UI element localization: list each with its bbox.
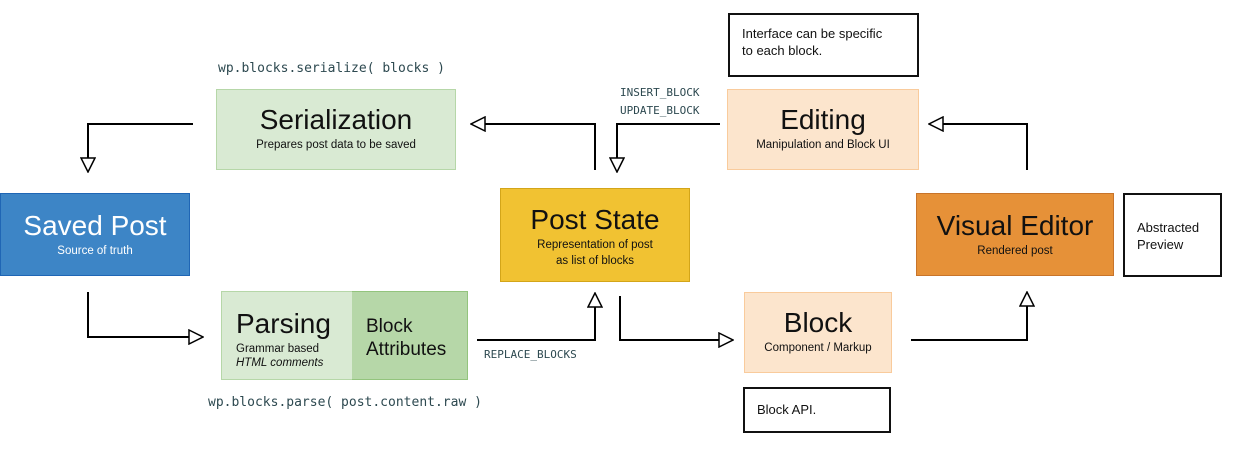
note-interface-line2: to each block.: [742, 43, 823, 58]
node-parsing-title: Parsing: [236, 308, 331, 339]
note-block-api-text: Block API.: [757, 402, 817, 417]
node-editing-title: Editing: [780, 104, 866, 135]
node-serialization: Serialization Prepares post data to be s…: [216, 89, 456, 170]
node-block-title: Block: [783, 307, 853, 338]
node-block-attributes-line2: Attributes: [366, 339, 447, 360]
node-post-state-title: Post State: [530, 204, 660, 235]
node-block-attributes: Block Attributes: [352, 291, 468, 380]
node-post-state-subtitle-line2: as list of blocks: [556, 255, 634, 267]
node-serialization-subtitle: Prepares post data to be saved: [256, 139, 416, 151]
node-post-state: Post State Representation of post as lis…: [500, 188, 690, 282]
node-editing: Editing Manipulation and Block UI: [727, 89, 919, 170]
node-parsing: Parsing Grammar based HTML comments: [221, 291, 352, 380]
node-visual-editor-title: Visual Editor: [936, 210, 1094, 241]
code-label-serialize: wp.blocks.serialize( blocks ): [218, 61, 445, 76]
node-saved-post-subtitle: Source of truth: [57, 245, 133, 257]
note-interface-specific: Interface can be specific to each block.: [728, 13, 919, 77]
code-label-replace-blocks: REPLACE_BLOCKS: [484, 348, 577, 361]
connector-saved-post-to-parsing: [87, 292, 202, 337]
node-block: Block Component / Markup: [744, 292, 892, 373]
connector-block-to-visual-editor: [911, 293, 1027, 341]
note-abstracted-line1: Abstracted: [1137, 220, 1200, 235]
node-visual-editor-subtitle: Rendered post: [977, 245, 1053, 257]
note-abstracted-line2: Preview: [1137, 237, 1184, 252]
node-block-attributes-line1: Block: [366, 316, 413, 337]
code-label-insert-block: INSERT_BLOCK: [620, 86, 700, 99]
node-saved-post: Saved Post Source of truth: [0, 193, 190, 276]
node-block-subtitle: Component / Markup: [764, 342, 872, 354]
note-block-api: Block API.: [743, 387, 891, 433]
node-saved-post-title: Saved Post: [23, 210, 167, 241]
connector-editing-to-post-state: [617, 123, 720, 171]
node-visual-editor: Visual Editor Rendered post: [916, 193, 1114, 276]
node-serialization-title: Serialization: [259, 104, 413, 135]
connector-visual-editor-to-editing: [930, 124, 1028, 170]
code-label-parse: wp.blocks.parse( post.content.raw ): [208, 395, 482, 410]
node-parsing-subtitle-line1: Grammar based: [236, 343, 320, 355]
note-abstracted-preview: Abstracted Preview: [1123, 193, 1222, 277]
node-parsing-subtitle-line2: HTML comments: [236, 357, 324, 369]
note-interface-line1: Interface can be specific: [742, 26, 883, 41]
connector-post-state-to-block: [619, 296, 732, 340]
node-post-state-subtitle-line1: Representation of post: [537, 239, 653, 251]
node-editing-subtitle: Manipulation and Block UI: [756, 139, 890, 151]
code-label-update-block: UPDATE_BLOCK: [620, 104, 700, 117]
connector-serialization-to-saved-post: [88, 123, 193, 171]
connector-block-attributes-to-post-state: [477, 294, 595, 341]
connector-post-state-to-serialization: [472, 124, 596, 170]
